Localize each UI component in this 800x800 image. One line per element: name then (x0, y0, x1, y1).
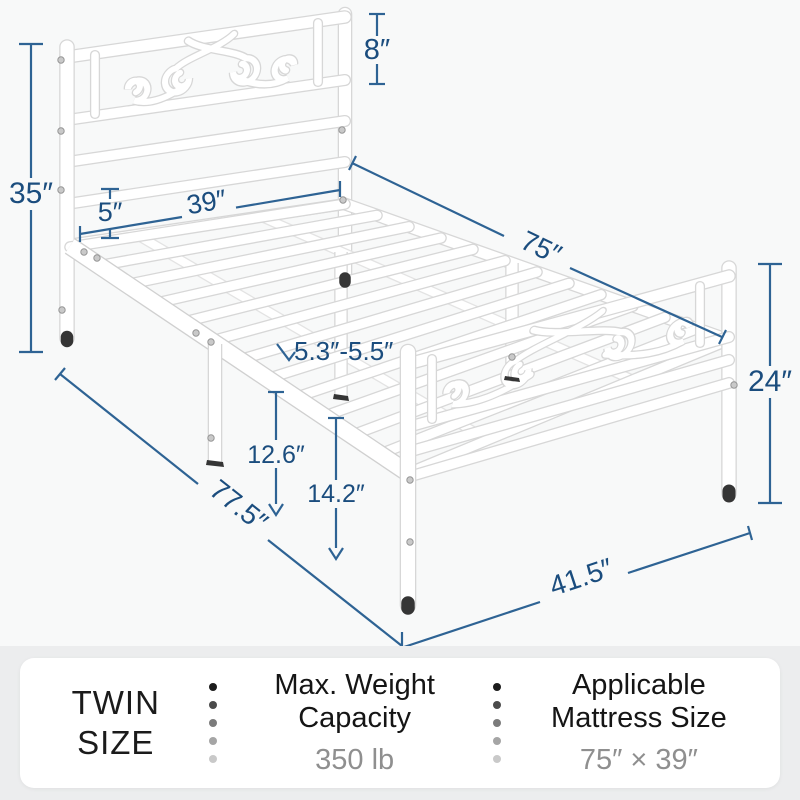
divider-dot (208, 737, 217, 745)
divider-dot (492, 755, 501, 763)
divider-dot (492, 737, 501, 745)
mattress-value: 75″ × 39″ (579, 744, 698, 777)
divider-dot (492, 719, 501, 727)
bed-frame (57, 6, 738, 615)
mattress-title-line2: Mattress Size (551, 702, 727, 734)
divider-dot (208, 683, 217, 691)
weight-title-line2: Capacity (298, 702, 412, 734)
mattress-title-line1: Applicable (571, 668, 706, 701)
weight-value: 350 lb (315, 744, 395, 777)
spec-weight-capacity: Max. Weight Capacity 350 lb (220, 669, 490, 777)
dim-rail-gap: 5″ (98, 197, 123, 227)
dimension-lines (19, 12, 782, 661)
weight-title-line1: Max. Weight (274, 668, 435, 701)
divider-dot (492, 683, 501, 691)
size-label-line2: SIZE (77, 724, 155, 761)
spec-size: TWIN SIZE (26, 683, 206, 762)
dim-slat-spacing: 5.3″-5.5″ (294, 336, 393, 366)
divider-dot (208, 719, 217, 727)
dotted-divider (206, 683, 220, 763)
dim-platform-height: 14.2″ (307, 480, 365, 508)
spec-info-bar: TWIN SIZE Max. Weight Capacity 350 lb Ap… (20, 658, 780, 788)
dim-footboard-height: 24″ (748, 365, 792, 398)
spec-mattress-size: Applicable Mattress Size 75″ × 39″ (504, 669, 774, 777)
dim-frame-width: 39″ (184, 184, 229, 220)
dim-underbed-clearance: 12.6″ (247, 441, 305, 469)
dim-headboard-top-gap: 8″ (364, 34, 390, 66)
divider-dot (492, 701, 501, 709)
divider-dot (208, 755, 217, 763)
dotted-divider (490, 683, 504, 763)
dim-headboard-height: 35″ (9, 177, 53, 210)
dim-overall-length: 77.5″ (204, 473, 274, 537)
size-label-line1: TWIN (71, 684, 160, 722)
dim-overall-width: 41.5″ (546, 552, 617, 602)
divider-dot (208, 701, 217, 709)
